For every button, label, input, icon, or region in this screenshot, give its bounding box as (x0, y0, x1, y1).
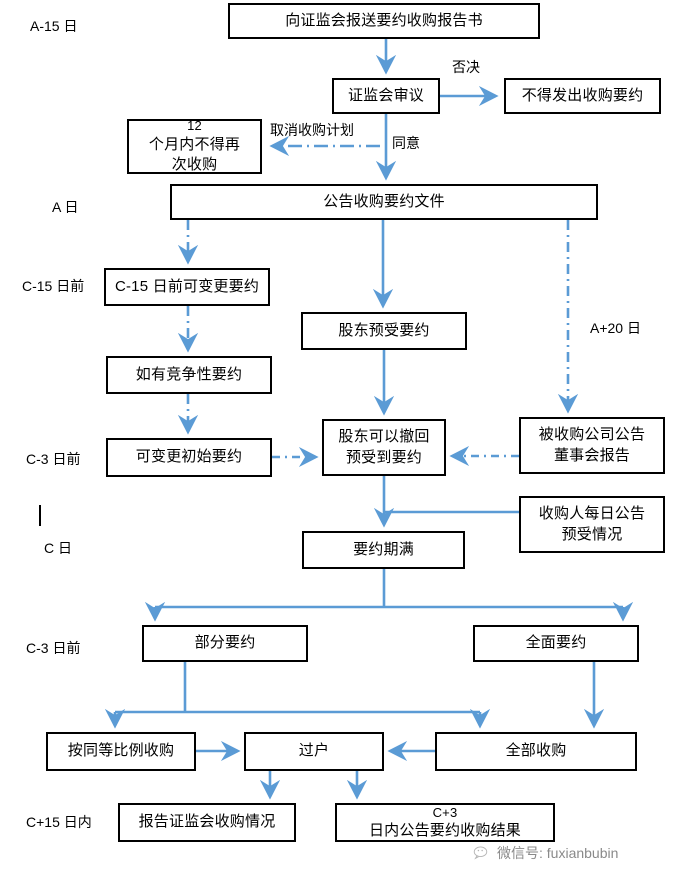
timeline-label-c-minus-15: C-15 日前 (22, 278, 85, 294)
node-shareholder-may-withdraw[interactable]: 股东可以撤回预受到要约 (322, 419, 446, 476)
node-label: 可变更初始要约 (135, 448, 243, 466)
wechat-icon (473, 846, 488, 860)
node-modify-offer-before-c15[interactable]: C-15 日前可变更要约 (104, 268, 270, 306)
timeline-label-a-plus-20: A+20 日 (590, 320, 641, 336)
node-announce-offer-documents[interactable]: 公告收购要约文件 (170, 184, 598, 220)
edge-label-reject: 否决 (452, 59, 480, 75)
node-label: 股东可以撤回预受到要约 (338, 428, 430, 466)
node-announce-result-within-c3[interactable]: C+3 日内公告要约收购结果 (335, 803, 555, 842)
timeline-label-c-plus-15: C+15 日内 (26, 814, 92, 830)
node-label: 要约期满 (353, 540, 414, 558)
node-label: 如有竞争性要约 (135, 365, 243, 383)
timeline-label-c-minus-3-upper: C-3 日前 (26, 451, 81, 467)
watermark: 微信号: fuxianbubin (473, 843, 618, 863)
node-label: 被收购公司公告董事会报告 (538, 426, 646, 464)
node-report-to-csrc[interactable]: 向证监会报送要约收购报告书 (228, 3, 540, 39)
node-target-board-report[interactable]: 被收购公司公告董事会报告 (519, 417, 665, 474)
node-label: C+3 日内公告要约收购结果 (368, 804, 521, 840)
text-caret-marker (39, 505, 41, 526)
node-partial-offer[interactable]: 部分要约 (142, 625, 308, 662)
node-if-competing-offer[interactable]: 如有竞争性要约 (106, 356, 272, 394)
node-label: 收购人每日公告预受情况 (538, 505, 646, 543)
node-label: 全面要约 (525, 634, 587, 652)
node-label: 公告收购要约文件 (323, 192, 445, 210)
node-csrc-review[interactable]: 证监会审议 (332, 78, 440, 114)
node-full-offer[interactable]: 全面要约 (473, 625, 639, 662)
node-label: 报告证监会收购情况 (138, 813, 276, 831)
edge-label-approve: 同意 (392, 135, 420, 151)
watermark-text: 微信号: fuxianbubin (497, 845, 619, 861)
node-modify-initial-offer[interactable]: 可变更初始要约 (106, 438, 272, 477)
node-label: 12 个月内不得再次收购 (148, 118, 241, 174)
node-report-acquisition-to-csrc[interactable]: 报告证监会收购情况 (118, 803, 296, 842)
node-shareholder-pre-accept[interactable]: 股东预受要约 (301, 312, 467, 350)
node-transfer-ownership[interactable]: 过户 (244, 732, 384, 771)
node-label: C-15 日前可变更要约 (114, 277, 260, 295)
node-label: 全部收购 (505, 742, 567, 760)
node-label: 按同等比例收购 (67, 742, 175, 760)
node-no-tender-offer[interactable]: 不得发出收购要约 (504, 78, 661, 114)
timeline-label-a-minus-15: A-15 日 (30, 18, 78, 34)
timeline-label-a: A 日 (52, 199, 79, 215)
timeline-label-c: C 日 (44, 540, 72, 556)
node-no-reacquire-12-months[interactable]: 12 个月内不得再次收购 (127, 118, 262, 174)
node-label: 向证监会报送要约收购报告书 (285, 11, 483, 29)
node-label: 过户 (298, 742, 330, 760)
node-label: 证监会审议 (347, 86, 424, 104)
node-daily-acceptance-announcement[interactable]: 收购人每日公告预受情况 (519, 496, 665, 553)
node-label: 部分要约 (194, 634, 256, 652)
node-label: 不得发出收购要约 (521, 86, 644, 104)
node-label: 股东预受要约 (338, 321, 430, 339)
timeline-label-c-minus-3-lower: C-3 日前 (26, 640, 81, 656)
node-pro-rata-acquisition[interactable]: 按同等比例收购 (46, 732, 196, 771)
node-offer-period-expires[interactable]: 要约期满 (302, 531, 465, 569)
node-acquire-all[interactable]: 全部收购 (435, 732, 637, 771)
edge-label-cancel-plan: 取消收购计划 (270, 122, 354, 138)
